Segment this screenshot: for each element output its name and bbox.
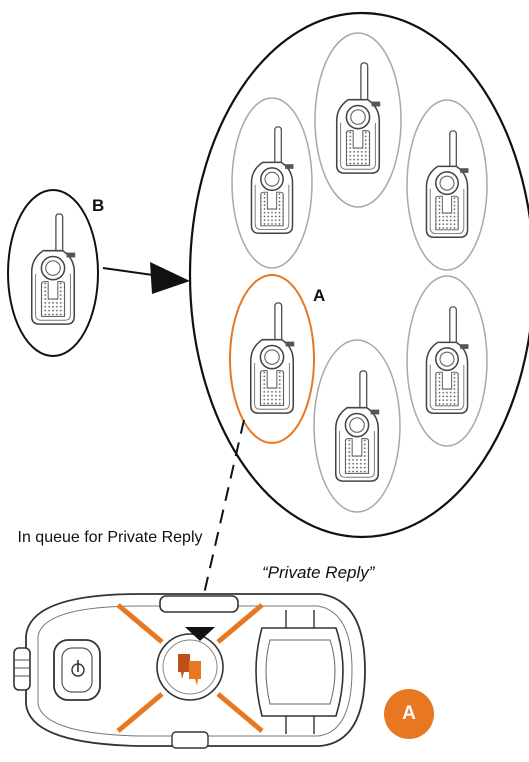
highlight-x-marks xyxy=(116,603,264,733)
callout-badge: A xyxy=(384,689,434,739)
queue-caption: In queue for Private Reply xyxy=(17,529,203,546)
walkie-talkie-icon xyxy=(250,126,295,235)
arrow-right-icon xyxy=(102,262,190,294)
group-radio-upper-left xyxy=(231,97,313,269)
private-reply-button-icon xyxy=(178,654,201,686)
walkie-talkie-icon xyxy=(334,370,381,482)
group-radio-top xyxy=(314,32,402,208)
radio-b-group xyxy=(7,189,99,357)
label-radio-a: A xyxy=(313,286,326,305)
group-radio-upper-right xyxy=(406,99,488,271)
walkie-talkie-icon xyxy=(425,130,470,239)
walkie-talkie-icon xyxy=(30,213,77,325)
walkie-talkie-icon xyxy=(249,302,296,414)
group-radio-a-highlighted xyxy=(229,274,315,444)
dashed-connector xyxy=(203,419,245,595)
walkie-talkie-icon xyxy=(335,62,382,174)
group-radio-lower-right xyxy=(406,275,488,447)
label-radio-b: B xyxy=(92,196,105,215)
feature-caption: “Private Reply” xyxy=(262,563,375,582)
talk-group-ellipse xyxy=(188,11,529,539)
walkie-talkie-icon xyxy=(425,306,470,415)
arrow-down-icon xyxy=(185,627,215,641)
group-radio-bottom xyxy=(313,339,401,513)
